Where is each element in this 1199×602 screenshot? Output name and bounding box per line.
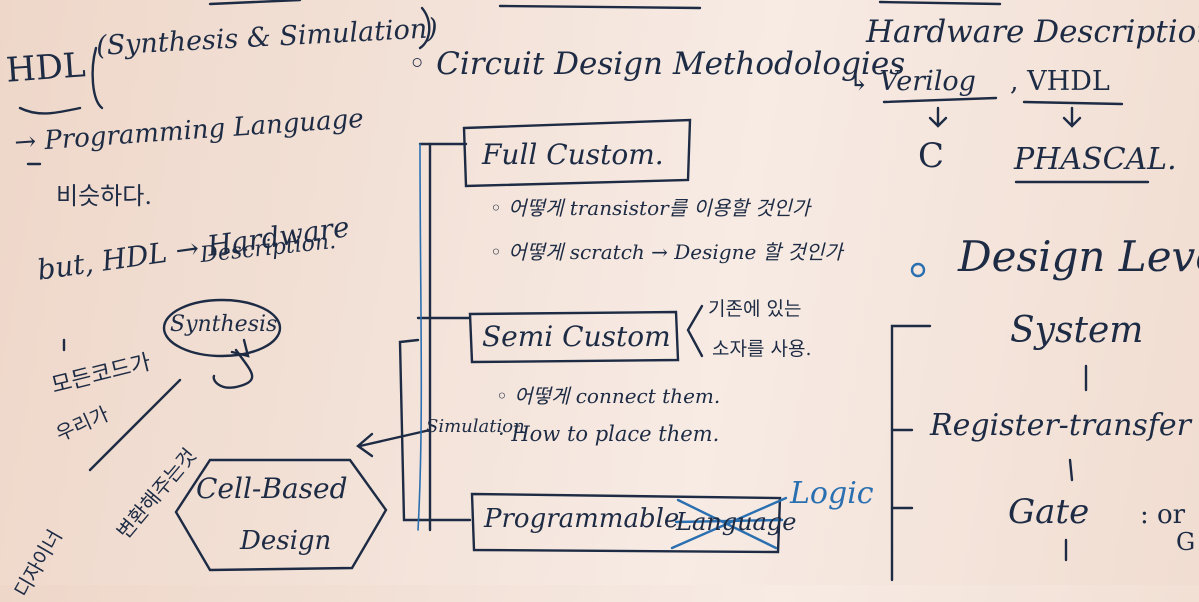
simulation-note: Simulation [426,416,525,437]
place-note: · How to place them. [498,422,720,446]
hdl-label: HDL [4,45,87,91]
gate-g-label: G [1176,528,1196,556]
semi-custom-label: Semi Custom [482,320,671,353]
verilog-label: ↳ Verilog [848,66,976,97]
vhdl-label: , VHDL [1010,66,1110,97]
cell-based-shape [174,458,388,572]
ink-strokes [18,0,1150,582]
full-custom-label: Full Custom. [482,138,664,171]
language-crossed-label: Language [676,508,797,536]
similar-note: 비슷하다. [56,182,152,210]
logic-label: Logic [790,476,874,511]
programmable-box [470,492,782,554]
design-level-title: Design Level [958,232,1199,281]
connect-note: ◦ 어떻게 connect them. [496,384,721,408]
gate-label: Gate [1008,492,1090,532]
design-label: Design [240,526,332,556]
full-custom-box [462,118,692,188]
system-label: System [1010,310,1144,351]
circuit-design-methodologies: ◦ Circuit Design Methodologies [408,46,906,82]
gate-colon-label: : or [1140,500,1186,530]
register-transfer-label: Register-transfer [930,408,1192,443]
cell-based-label: Cell-Based [196,472,348,505]
semi-note-2: 소자를 사용. [712,338,812,360]
phascal-label: PHASCAL. [1014,142,1177,177]
hardware-description-title: Hardware Description [866,14,1199,50]
semi-note-1: 기존에 있는 [708,298,802,320]
transistor-note: ◦ 어떻게 transistor를 이용할 것인가 [490,196,811,220]
synthesis-label: Synthesis [170,312,278,337]
semi-custom-box [468,310,680,364]
programmable-label: Programmable [484,504,680,534]
scratch-note: ◦ 어떻게 scratch → Designe 할 것인가 [490,240,843,264]
c-label: C [918,136,945,176]
